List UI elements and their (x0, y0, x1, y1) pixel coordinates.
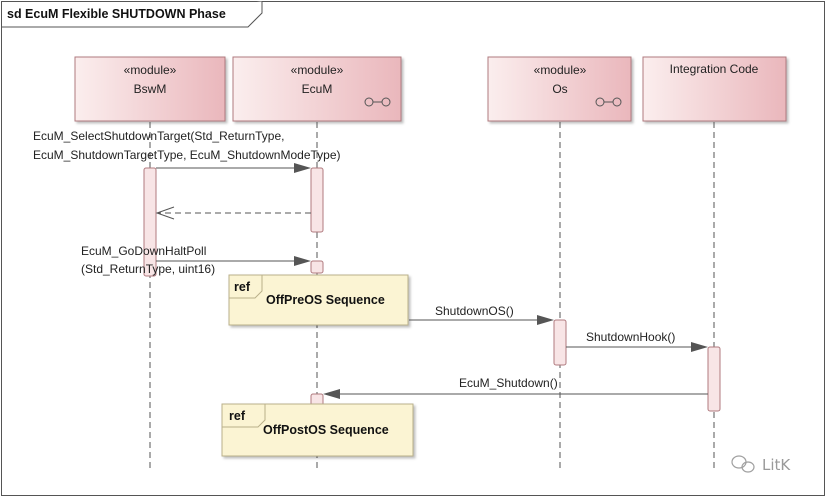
ref-tag: ref (229, 409, 246, 423)
lifeline-bswm[interactable]: «module» BswM (74, 56, 226, 470)
message-label-line-2: EcuM_ShutdownTargetType, EcuM_ShutdownMo… (33, 148, 341, 162)
message-label-line-2: (Std_ReturnType, uint16) (81, 262, 215, 276)
ref-tag: ref (234, 280, 251, 294)
message-select-shutdown-target[interactable]: EcuM_SelectShutdownTarget(Std_ReturnType… (33, 129, 341, 173)
arrowhead-filled-icon (294, 256, 311, 266)
watermark: LitK (731, 455, 791, 474)
lifeline-integration-code[interactable]: Integration Code (642, 56, 787, 470)
lifeline-stereotype-ecum: «module» (291, 63, 344, 77)
message-label-line-1: EcuM_GoDownHaltPoll (81, 244, 206, 258)
message-select-shutdown-target-return[interactable] (155, 206, 311, 220)
lifeline-stereotype-bswm: «module» (124, 63, 177, 77)
ref-label: OffPostOS Sequence (263, 423, 389, 437)
activation-ecum-select (310, 167, 324, 233)
activation-bswm (143, 167, 157, 277)
arrowhead-open-icon (155, 206, 175, 220)
lifeline-name-bswm: BswM (134, 82, 167, 96)
message-go-down-halt-poll[interactable]: EcuM_GoDownHaltPoll (Std_ReturnType, uin… (81, 244, 311, 276)
arrowhead-filled-icon (537, 315, 554, 325)
ref-tag-border (229, 275, 263, 299)
ref-box (228, 274, 409, 326)
lifeline-ecum[interactable]: «module» EcuM (232, 56, 402, 470)
ref-label: OffPreOS Sequence (266, 293, 385, 307)
message-label: EcuM_Shutdown() (459, 376, 558, 390)
activation-integration-code (707, 346, 721, 412)
lifeline-head-ecum (232, 56, 402, 122)
arrowhead-filled-icon (691, 342, 708, 352)
component-icon (364, 97, 391, 107)
activation-os (553, 319, 567, 366)
lifeline-head-integration-code (642, 56, 787, 122)
ref-box (221, 403, 414, 457)
arrowhead-filled-icon (294, 163, 311, 173)
activation-ecum-halt (310, 260, 324, 274)
lifeline-name-os: Os (552, 82, 567, 96)
message-ecum-shutdown[interactable]: EcuM_Shutdown() (323, 376, 708, 399)
lifeline-head-os (487, 56, 632, 122)
message-shutdown-os[interactable]: ShutdownOS() (409, 304, 554, 325)
component-icon (595, 97, 622, 107)
message-shutdown-hook[interactable]: ShutdownHook() (566, 330, 708, 352)
lifeline-os[interactable]: «module» Os (487, 56, 632, 470)
frame-title: sd EcuM Flexible SHUTDOWN Phase (7, 7, 226, 21)
lifeline-stereotype-os: «module» (534, 63, 587, 77)
message-label-line-1: EcuM_SelectShutdownTarget(Std_ReturnType… (33, 129, 284, 143)
ref-fragment-offpostos[interactable]: ref OffPostOS Sequence (221, 403, 414, 457)
message-label: ShutdownOS() (435, 304, 514, 318)
arrowhead-filled-icon (323, 389, 340, 399)
lifeline-name-ecum: EcuM (302, 82, 333, 96)
ref-fragment-offpreos[interactable]: ref OffPreOS Sequence (228, 274, 409, 326)
frame-title-tab (1, 1, 263, 28)
message-label: ShutdownHook() (586, 330, 675, 344)
lifeline-name-integration-code: Integration Code (670, 62, 759, 76)
wechat-icon (731, 455, 755, 473)
ref-tag-border (222, 404, 266, 428)
lifeline-head-bswm (74, 56, 226, 122)
watermark-text: LitK (762, 456, 791, 474)
